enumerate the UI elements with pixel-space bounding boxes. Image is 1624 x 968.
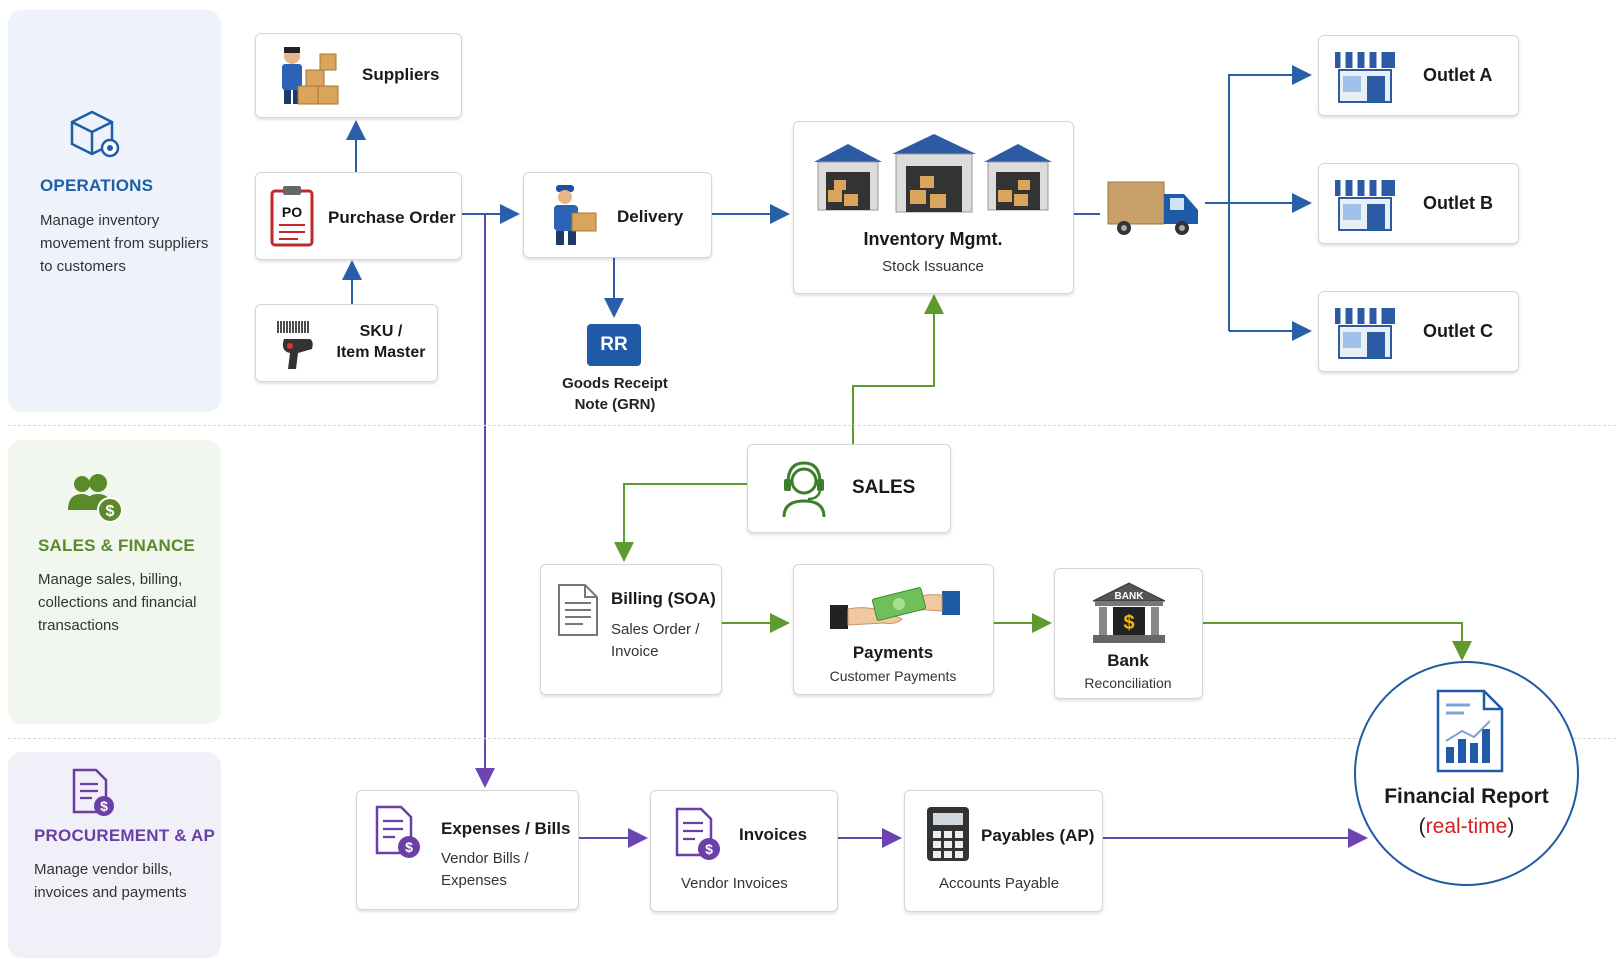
operations-lane: OPERATIONS Manage inventory movement fro… xyxy=(8,10,221,412)
payments-node[interactable]: Payments Customer Payments xyxy=(793,564,994,695)
sales-label: SALES xyxy=(852,477,916,498)
people-dollar-icon: $ xyxy=(68,474,123,523)
svg-text:BANK: BANK xyxy=(1115,591,1145,602)
delivery-label: Delivery xyxy=(617,207,684,226)
warehouse-icon xyxy=(814,134,1052,213)
realtime-text: real-time xyxy=(1425,815,1508,838)
invoices-label: Invoices xyxy=(739,825,808,844)
arrow-bank-to-report xyxy=(1203,622,1472,661)
procurement-title: PROCUREMENT & AP xyxy=(34,826,216,845)
report-chart-icon xyxy=(1436,689,1504,773)
outlet-c-node[interactable]: Outlet C xyxy=(1318,291,1519,372)
grn-label-line1: Goods Receipt xyxy=(562,375,668,392)
sku-label-line2: Item Master xyxy=(336,344,426,361)
storefront-icon xyxy=(1335,308,1395,359)
outlet-b-label: Outlet B xyxy=(1423,193,1493,213)
supplier-person-icon xyxy=(282,47,339,105)
lane-separator xyxy=(8,738,1616,739)
billing-node[interactable]: Billing (SOA) Sales Order / Invoice xyxy=(540,564,722,695)
clipboard-icon: PO xyxy=(270,186,314,247)
bank-sublabel: Reconciliation xyxy=(1084,675,1172,691)
suppliers-label: Suppliers xyxy=(362,65,440,84)
svg-text:$: $ xyxy=(1123,612,1134,634)
expenses-sublabel-line2: Expenses xyxy=(441,872,507,889)
bank-node[interactable]: BANK $ Bank Reconciliation xyxy=(1054,568,1203,699)
sales-finance-lane: $ SALES & FINANCE Manage sales, billing,… xyxy=(8,440,221,724)
outlet-b-node[interactable]: Outlet B xyxy=(1318,163,1519,244)
operations-title: OPERATIONS xyxy=(40,176,154,195)
document-icon xyxy=(558,584,598,636)
financial-report-label: Financial Report xyxy=(1384,785,1549,808)
delivery-truck-icon xyxy=(1107,181,1198,235)
svg-text:$: $ xyxy=(100,798,108,814)
payments-label: Payments xyxy=(852,643,934,662)
inventory-label: Inventory Mgmt. xyxy=(863,229,1003,249)
inventory-sublabel: Stock Issuance xyxy=(882,258,984,275)
delivery-person-icon xyxy=(554,185,597,245)
svg-text:$: $ xyxy=(405,839,413,855)
payables-sublabel: Accounts Payable xyxy=(939,875,1060,892)
lane-separator xyxy=(8,425,1616,426)
sales-finance-title: SALES & FINANCE xyxy=(38,536,195,555)
expenses-bills-node[interactable]: $ Expenses / Bills Vendor Bills / Expens… xyxy=(356,790,579,910)
invoices-node[interactable]: $ Invoices Vendor Invoices xyxy=(650,790,838,912)
bank-label: Bank xyxy=(1107,651,1149,670)
svg-text:$: $ xyxy=(705,841,713,857)
purchase-order-label: Purchase Order xyxy=(328,208,456,227)
outlet-a-node[interactable]: Outlet A xyxy=(1318,35,1519,116)
outlet-c-label: Outlet C xyxy=(1423,321,1493,341)
arrow-sales-to-inventory xyxy=(852,294,944,444)
expenses-sublabel: Vendor Bills / Expenses xyxy=(441,848,529,892)
procurement-lane: $ PROCUREMENT & AP Manage vendor bills, … xyxy=(8,752,221,958)
suppliers-node[interactable]: Suppliers xyxy=(255,33,462,118)
invoices-sublabel: Vendor Invoices xyxy=(681,875,788,892)
storefront-icon xyxy=(1335,180,1395,231)
bill-dollar-icon: $ xyxy=(375,805,420,858)
svg-text:$: $ xyxy=(106,503,115,520)
bill-dollar-icon: $ xyxy=(72,768,114,816)
sales-finance-description: Manage sales, billing, collections and f… xyxy=(38,571,197,634)
financial-report-sublabel: (real-time) xyxy=(1356,815,1577,839)
grn-label-line2: Note (GRN) xyxy=(574,396,656,413)
delivery-node[interactable]: Delivery xyxy=(523,172,712,258)
storefront-icon xyxy=(1335,52,1395,103)
calculator-icon xyxy=(927,807,969,861)
svg-text:PO: PO xyxy=(282,204,302,220)
box-gear-icon xyxy=(70,110,120,158)
payments-sublabel: Customer Payments xyxy=(829,668,957,684)
paren-open: ( xyxy=(1418,815,1426,838)
grn-badge[interactable]: RR xyxy=(587,324,641,366)
grn-badge-text: RR xyxy=(600,334,628,355)
outlet-a-label: Outlet A xyxy=(1423,65,1493,85)
bank-icon: BANK $ xyxy=(1092,582,1166,643)
barcode-scanner-icon xyxy=(277,321,313,369)
billing-label: Billing (SOA) xyxy=(611,589,716,608)
sales-node[interactable]: SALES xyxy=(747,444,951,533)
handshake-money-icon xyxy=(830,587,960,629)
purchase-order-node[interactable]: PO Purchase Order xyxy=(255,172,462,260)
expenses-label: Expenses / Bills xyxy=(441,819,571,838)
payables-label: Payables (AP) xyxy=(981,826,1095,845)
payables-node[interactable]: Payables (AP) Accounts Payable xyxy=(904,790,1103,912)
sku-label-line1: SKU / xyxy=(359,323,403,340)
billing-sublabel-line1: Sales Order / xyxy=(611,621,700,638)
procurement-description: Manage vendor bills, invoices and paymen… xyxy=(34,861,187,901)
grn-label: Goods Receipt Note (GRN) xyxy=(545,373,685,415)
arrow-sales-to-billing xyxy=(614,483,747,562)
billing-sublabel: Sales Order / Invoice xyxy=(611,619,699,663)
operations-description: Manage inventory movement from suppliers… xyxy=(40,212,209,275)
financial-report-node[interactable]: Financial Report (real-time) xyxy=(1354,661,1579,886)
expenses-sublabel-line1: Vendor Bills / xyxy=(441,850,529,867)
headset-agent-icon xyxy=(782,461,826,518)
arrow-hub-to-outlet-a xyxy=(1228,65,1312,331)
sku-item-master-node[interactable]: SKU / Item Master xyxy=(255,304,438,382)
billing-sublabel-line2: Invoice xyxy=(611,643,659,660)
sku-label: SKU / Item Master xyxy=(326,321,436,363)
inventory-mgmt-node[interactable]: Inventory Mgmt. Stock Issuance xyxy=(793,121,1074,294)
invoice-dollar-icon: $ xyxy=(675,807,720,860)
paren-close: ) xyxy=(1507,815,1515,838)
